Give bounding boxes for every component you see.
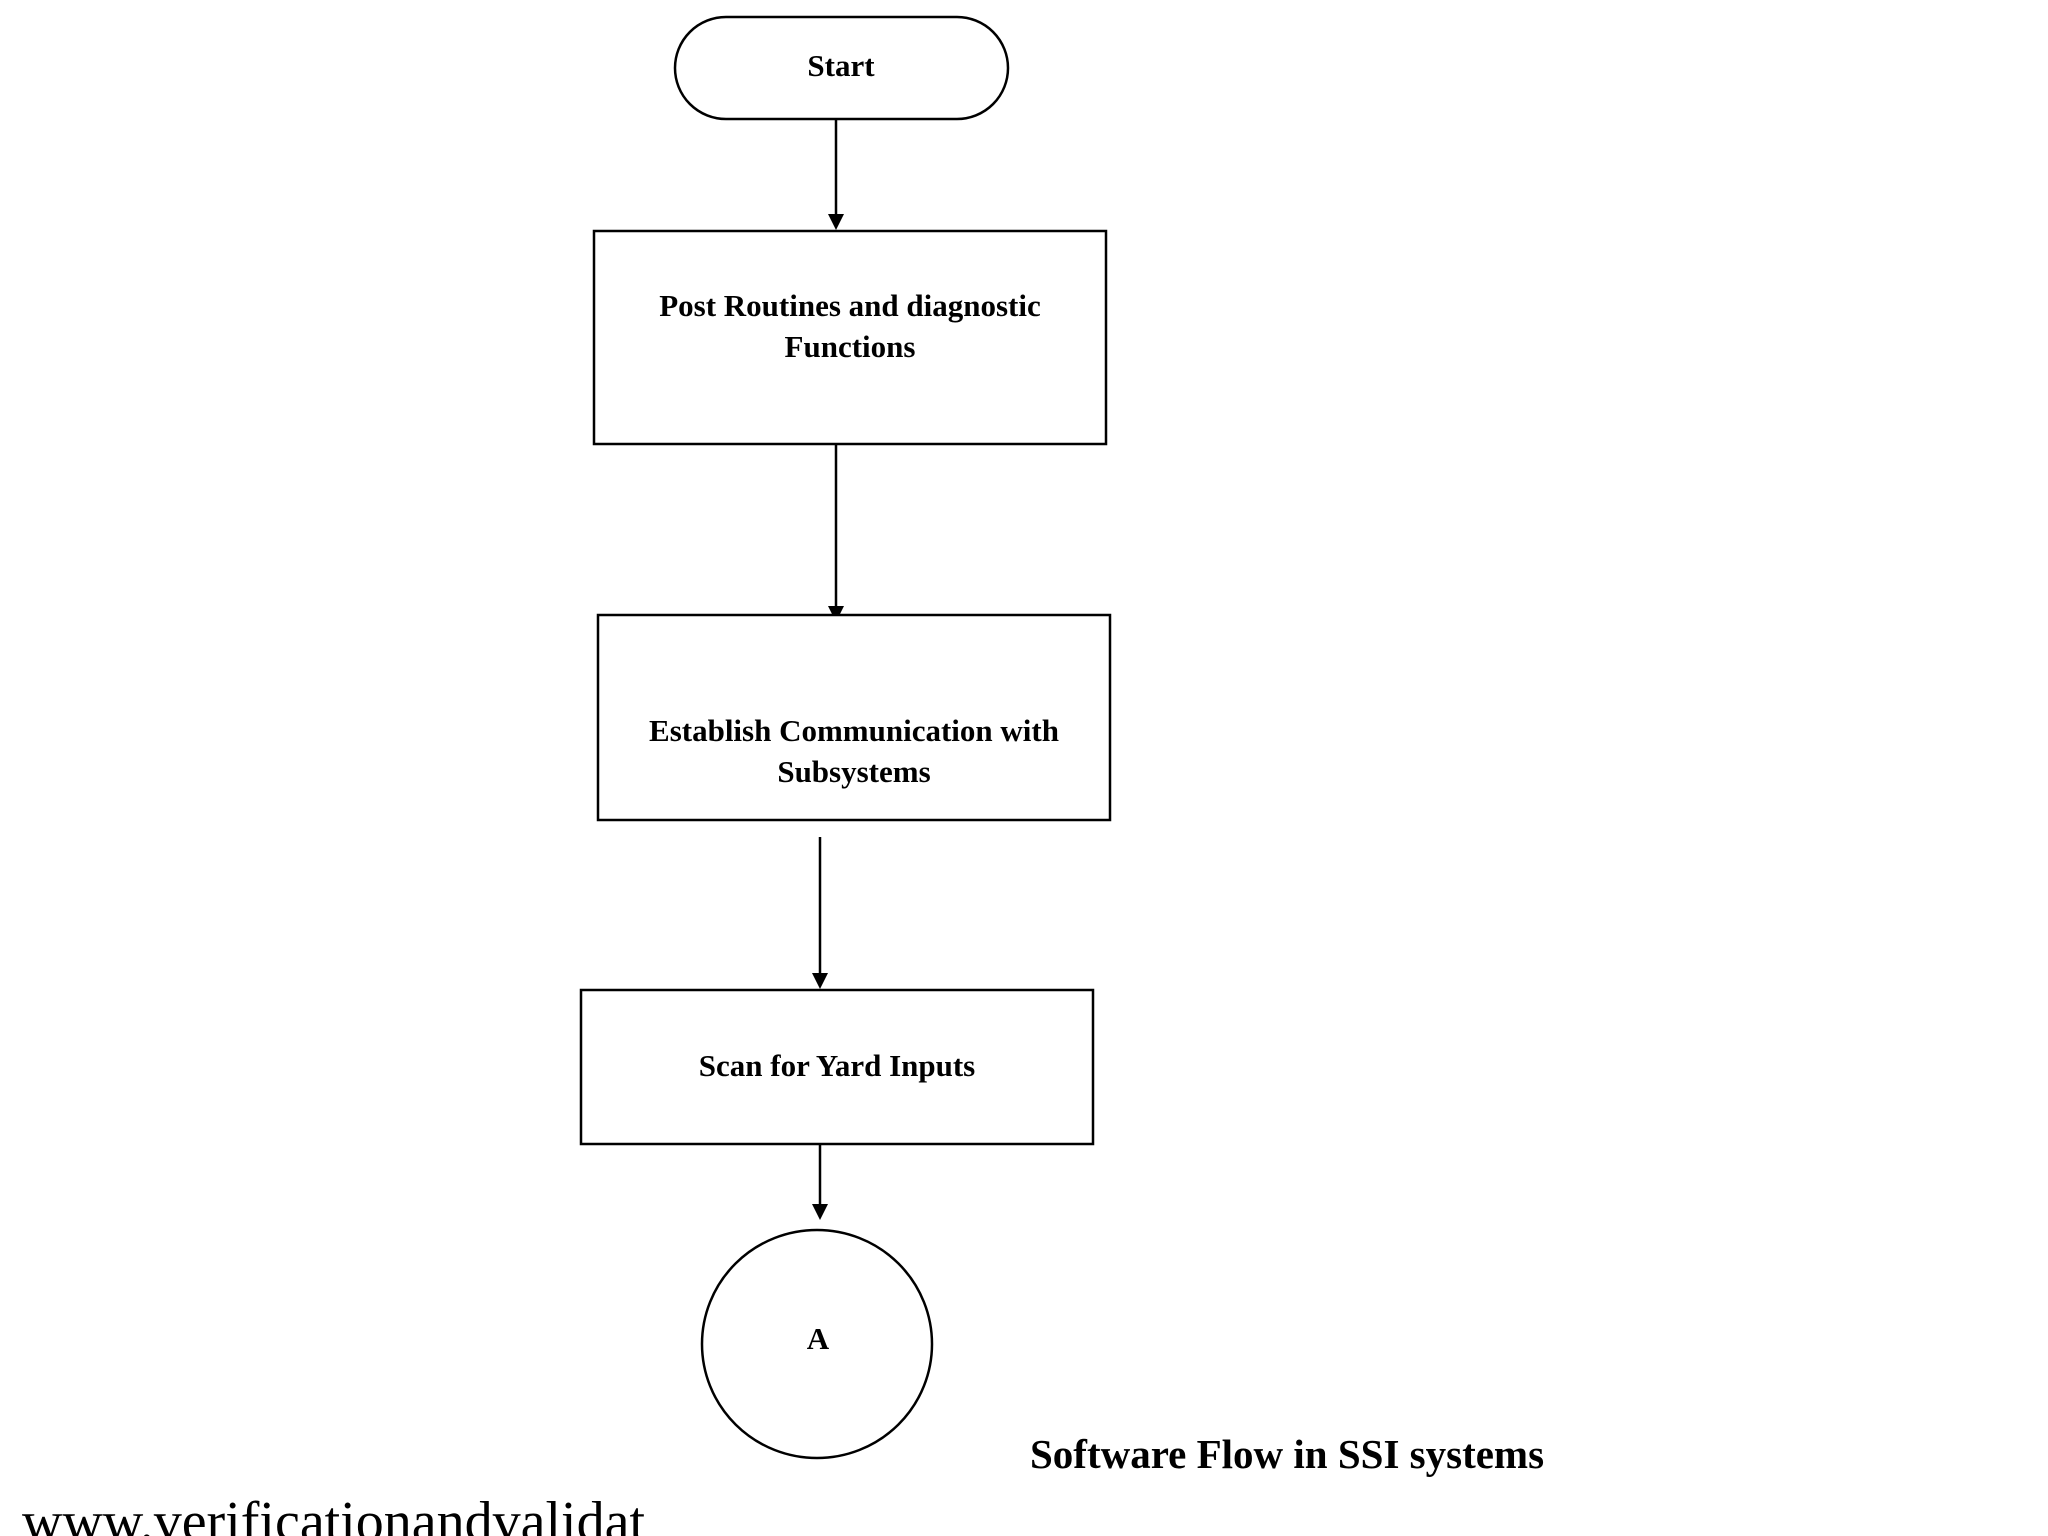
footer-url-text: www.verificationandvalidat: [22, 1491, 645, 1536]
establish-communication-label-line1: Establish Communication with: [649, 713, 1059, 748]
edge-post-to-establish: [828, 444, 844, 622]
connector-a-label: A: [807, 1321, 830, 1356]
post-routines-label-line2: Functions: [785, 329, 916, 364]
start-node-label: Start: [807, 48, 875, 83]
start-node: Start: [673, 15, 1010, 121]
scan-yard-inputs-label: Scan for Yard Inputs: [699, 1048, 976, 1083]
edge-start-to-post: [828, 119, 844, 230]
edge-scan-to-connector: [812, 1144, 828, 1220]
edge-establish-to-scan: [812, 837, 828, 989]
diagram-caption: Software Flow in SSI systems: [1030, 1431, 1544, 1477]
connector-a-node: A: [700, 1228, 934, 1460]
establish-communication-label-line2: Subsystems: [777, 754, 930, 789]
scan-yard-inputs-node: Scan for Yard Inputs: [579, 988, 1095, 1146]
post-routines-node: Post Routines and diagnostic Functions: [592, 229, 1108, 446]
post-routines-label-line1: Post Routines and diagnostic: [659, 288, 1041, 323]
establish-communication-node: Establish Communication with Subsystems: [596, 613, 1112, 822]
